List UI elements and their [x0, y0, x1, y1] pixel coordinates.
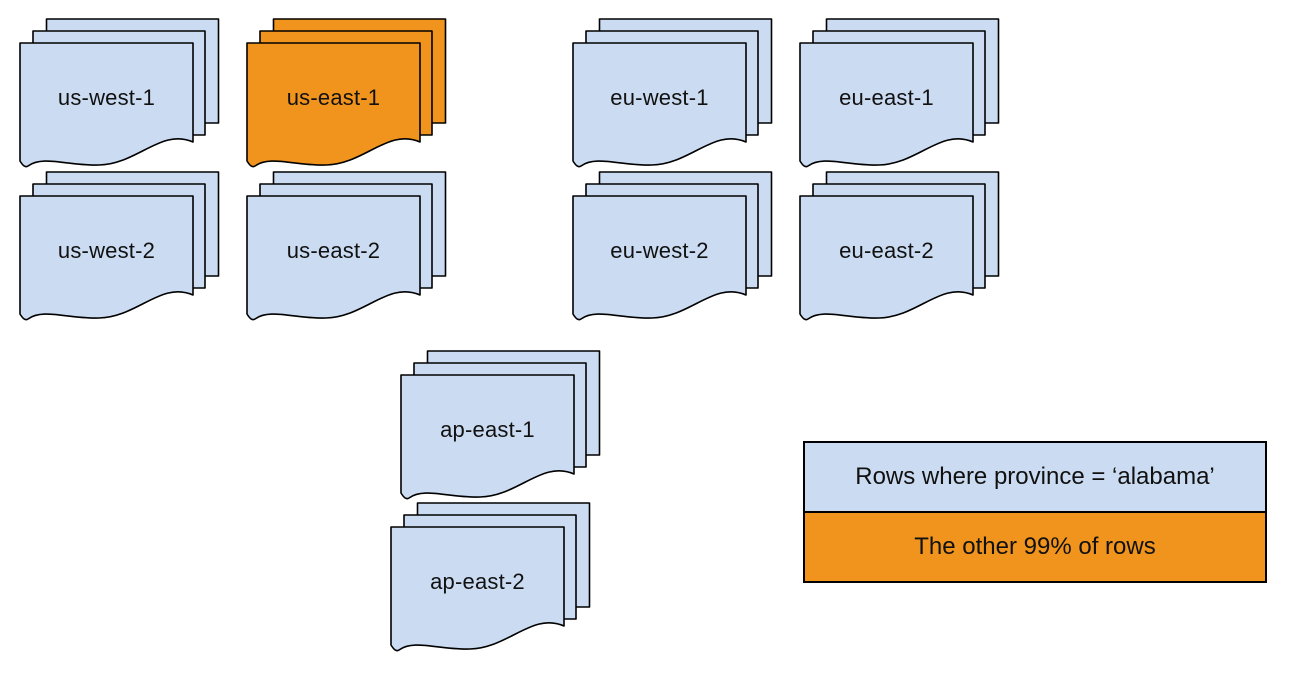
region-stack-eu-west-2: eu-west-2 [572, 171, 773, 321]
multi-document-icon [572, 18, 773, 168]
multi-document-icon [19, 171, 220, 321]
region-stack-eu-east-2: eu-east-2 [799, 171, 1000, 321]
multi-document-icon [390, 502, 591, 652]
legend: Rows where province = ‘alabama’ The othe… [803, 441, 1267, 583]
multi-document-icon [799, 171, 1000, 321]
multi-document-icon [400, 350, 601, 500]
multi-document-icon [572, 171, 773, 321]
multi-document-icon [799, 18, 1000, 168]
multi-document-icon [19, 18, 220, 168]
region-stack-ap-east-1: ap-east-1 [400, 350, 601, 500]
region-stack-us-east-1: us-east-1 [246, 18, 447, 168]
legend-item-label: The other 99% of rows [914, 533, 1156, 560]
legend-item-other-rows: The other 99% of rows [805, 511, 1265, 581]
legend-item-label: Rows where province = ‘alabama’ [855, 463, 1215, 490]
region-stack-us-west-1: us-west-1 [19, 18, 220, 168]
region-stack-us-west-2: us-west-2 [19, 171, 220, 321]
region-stack-eu-east-1: eu-east-1 [799, 18, 1000, 168]
multi-document-icon [246, 171, 447, 321]
multi-document-icon [246, 18, 447, 168]
region-stack-us-east-2: us-east-2 [246, 171, 447, 321]
region-stack-eu-west-1: eu-west-1 [572, 18, 773, 168]
legend-item-alabama-rows: Rows where province = ‘alabama’ [805, 443, 1265, 511]
region-stack-ap-east-2: ap-east-2 [390, 502, 591, 652]
